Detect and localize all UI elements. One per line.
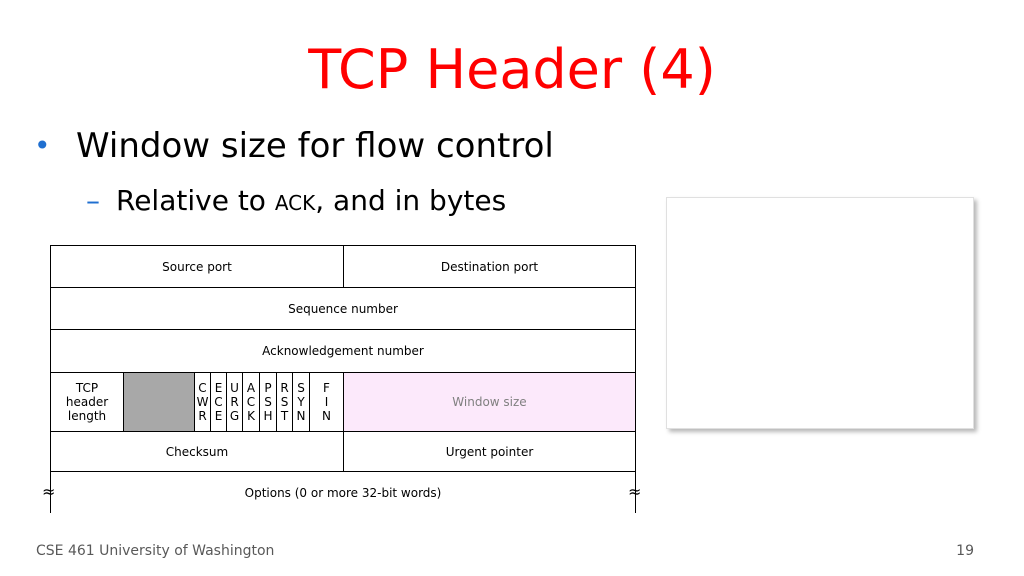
break-mark-icon: ≈ [628, 482, 642, 501]
page-number: 19 [956, 543, 974, 559]
sequence-number-field: Sequence number [50, 287, 636, 330]
flag-letter: K [247, 409, 255, 423]
sub-bullet-text-pre: Relative to [116, 184, 275, 217]
break-mark-icon: ≈ [42, 482, 56, 501]
flag-letter: F [323, 381, 330, 395]
footer-course: CSE 461 University of Washington [36, 543, 275, 559]
flag-letter: P [264, 381, 272, 395]
flag-letter: A [246, 381, 256, 395]
tcp-header-length-line: header [65, 395, 109, 409]
flag-letter: T [280, 409, 289, 423]
flag-letter: N [322, 409, 331, 423]
flag-letter: E [214, 409, 223, 423]
destination-port-field: Destination port [343, 245, 636, 288]
flag-letter: C [246, 395, 256, 409]
flag-letter: C [198, 381, 207, 395]
flag-letter: I [324, 395, 329, 409]
flag-letter: U [230, 381, 239, 395]
flag-letter: S [264, 395, 272, 409]
flag-letter: C [214, 395, 223, 409]
flag-letter: W [196, 395, 209, 409]
flag-letter: S [297, 381, 305, 395]
tcp-header-length-line: length [67, 409, 107, 423]
flag-letter: S [280, 395, 289, 409]
tcp-header-length-line: TCP [75, 381, 99, 395]
options-field: Options (0 or more 32-bit words) [50, 471, 636, 513]
flag-letter: N [296, 409, 306, 423]
flag-letter: R [198, 409, 207, 423]
flag-letter: R [280, 381, 289, 395]
bullet-dot-icon: • [34, 129, 51, 162]
sub-bullet-item: –Relative to ACK, and in bytes [86, 184, 506, 217]
slide-title: TCP Header (4) [308, 38, 716, 101]
bullet-text: Window size for flow control [76, 126, 554, 166]
sub-bullet-text-post: , and in bytes [315, 184, 507, 217]
flag-letter: R [230, 395, 239, 409]
tcp-header-diagram: Source port Destination port Sequence nu… [50, 245, 636, 513]
sub-bullet-dash-icon: – [86, 184, 100, 217]
flag-letter: G [229, 409, 240, 423]
reserved-bits-field [123, 372, 195, 432]
tcp-header-length-field: TCP header length [50, 372, 124, 432]
window-size-field: Window size [343, 372, 636, 432]
flag-letter: E [214, 381, 223, 395]
image-placeholder-box [666, 197, 974, 429]
checksum-field: Checksum [50, 431, 344, 472]
urgent-pointer-field: Urgent pointer [343, 431, 636, 472]
flag-letter: H [263, 409, 273, 423]
source-port-field: Source port [50, 245, 344, 288]
sub-bullet-ack: ACK [274, 191, 316, 215]
acknowledgement-number-field: Acknowledgement number [50, 329, 636, 373]
flag-letter: Y [297, 395, 305, 409]
